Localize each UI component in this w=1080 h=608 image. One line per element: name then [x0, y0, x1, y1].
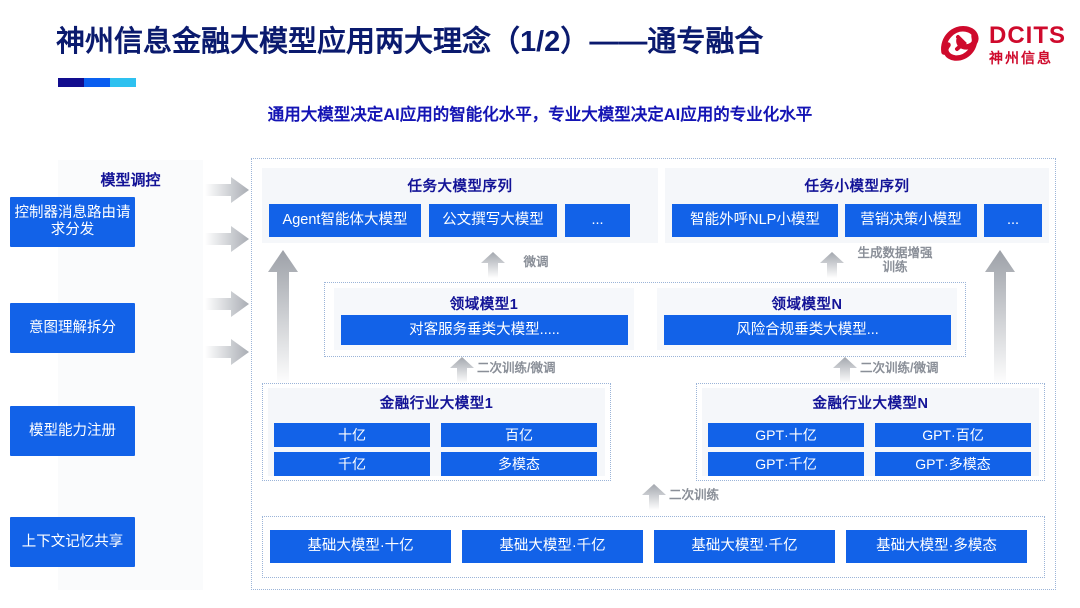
- architecture-container: [251, 158, 1056, 590]
- industry-model-1-item-2[interactable]: 千亿: [274, 452, 430, 476]
- logo-text-cn: 神州信息: [989, 49, 1053, 66]
- domain-model-n-item[interactable]: 风险合规垂类大模型...: [664, 315, 951, 345]
- accent-segment-3: [110, 78, 136, 87]
- flow-arrow-up-right-long: [985, 250, 1015, 390]
- task-small-item-1[interactable]: 营销决策小模型: [845, 204, 977, 237]
- task-big-item-1[interactable]: 公文撰写大模型: [429, 204, 557, 237]
- sidebar-item-intent-parsing[interactable]: 意图理解拆分: [10, 303, 135, 353]
- flow-arrow-up-retrain: [642, 484, 666, 515]
- base-model-item-2[interactable]: 基础大模型·千亿: [654, 530, 835, 563]
- sidebar-heading: 模型调控: [100, 172, 161, 189]
- arrow-label-retrain-finetune-left: 二次训练/微调: [477, 361, 556, 375]
- sidebar-item-context-memory[interactable]: 上下文记忆共享: [10, 517, 135, 567]
- task-small-item-0[interactable]: 智能外呼NLP小模型: [672, 204, 838, 237]
- flow-arrow-right-1: [205, 177, 249, 203]
- domain-model-1-item[interactable]: 对客服务垂类大模型.....: [341, 315, 628, 345]
- industry-model-n-item-1[interactable]: GPT·百亿: [875, 423, 1031, 447]
- base-models-container: [262, 516, 1045, 578]
- task-big-item-0[interactable]: Agent智能体大模型: [269, 204, 421, 237]
- industry-model-1-title: 金融行业大模型1: [379, 396, 494, 412]
- flow-arrow-up-retrain-left: [450, 357, 474, 388]
- arrow-label-finetune: 微调: [523, 255, 549, 269]
- industry-model-n-item-3[interactable]: GPT·多模态: [875, 452, 1031, 476]
- flow-arrow-right-4: [205, 339, 249, 365]
- sidebar-item-controller-routing[interactable]: 控制器消息路由请求分发: [10, 197, 135, 247]
- page-subtitle: 通用大模型决定AI应用的智能化水平，专业大模型决定AI应用的专业化水平: [267, 106, 813, 124]
- base-model-item-1[interactable]: 基础大模型·千亿: [462, 530, 643, 563]
- base-model-item-3[interactable]: 基础大模型·多模态: [846, 530, 1027, 563]
- industry-model-n-item-0[interactable]: GPT·十亿: [708, 423, 864, 447]
- industry-model-1-item-0[interactable]: 十亿: [274, 423, 430, 447]
- arrow-label-data-aug: 生成数据增强 训练: [857, 246, 933, 275]
- domain-model-1-title: 领域模型1: [449, 297, 519, 313]
- sidebar-item-capability-register[interactable]: 模型能力注册: [10, 406, 135, 456]
- accent-bar: [58, 78, 136, 87]
- flow-arrow-right-2: [205, 226, 249, 252]
- industry-model-n-item-2[interactable]: GPT·千亿: [708, 452, 864, 476]
- industry-model-1-item-3[interactable]: 多模态: [441, 452, 597, 476]
- flow-arrow-right-3: [205, 291, 249, 317]
- brand-logo: DCITS 神州信息: [938, 22, 1066, 66]
- accent-segment-1: [58, 78, 84, 87]
- industry-model-n-title: 金融行业大模型N: [812, 396, 929, 412]
- task-small-title: 任务小模型序列: [804, 179, 910, 195]
- arrow-label-retrain: 二次训练: [669, 488, 720, 502]
- swirl-logo-icon: [938, 22, 982, 66]
- task-small-item-2[interactable]: ...: [984, 204, 1042, 237]
- task-big-item-2[interactable]: ...: [565, 204, 630, 237]
- domain-model-n-title: 领域模型N: [771, 297, 843, 313]
- flow-arrow-up-data-aug: [820, 252, 844, 283]
- accent-segment-2: [84, 78, 110, 87]
- arrow-label-retrain-finetune-right: 二次训练/微调: [860, 361, 939, 375]
- base-model-item-0[interactable]: 基础大模型·十亿: [270, 530, 451, 563]
- industry-model-n-container: [696, 383, 1045, 481]
- flow-arrow-up-retrain-right: [833, 357, 857, 388]
- task-big-title: 任务大模型序列: [407, 179, 513, 195]
- industry-model-1-item-1[interactable]: 百亿: [441, 423, 597, 447]
- logo-text-en: DCITS: [989, 21, 1066, 49]
- domain-models-container: [324, 282, 966, 357]
- industry-model-1-container: [262, 383, 611, 481]
- flow-arrow-up-finetune: [481, 252, 505, 283]
- page-title: 神州信息金融大模型应用两大理念（1/2）——通专融合: [56, 26, 764, 58]
- flow-arrow-up-left-long: [268, 250, 298, 390]
